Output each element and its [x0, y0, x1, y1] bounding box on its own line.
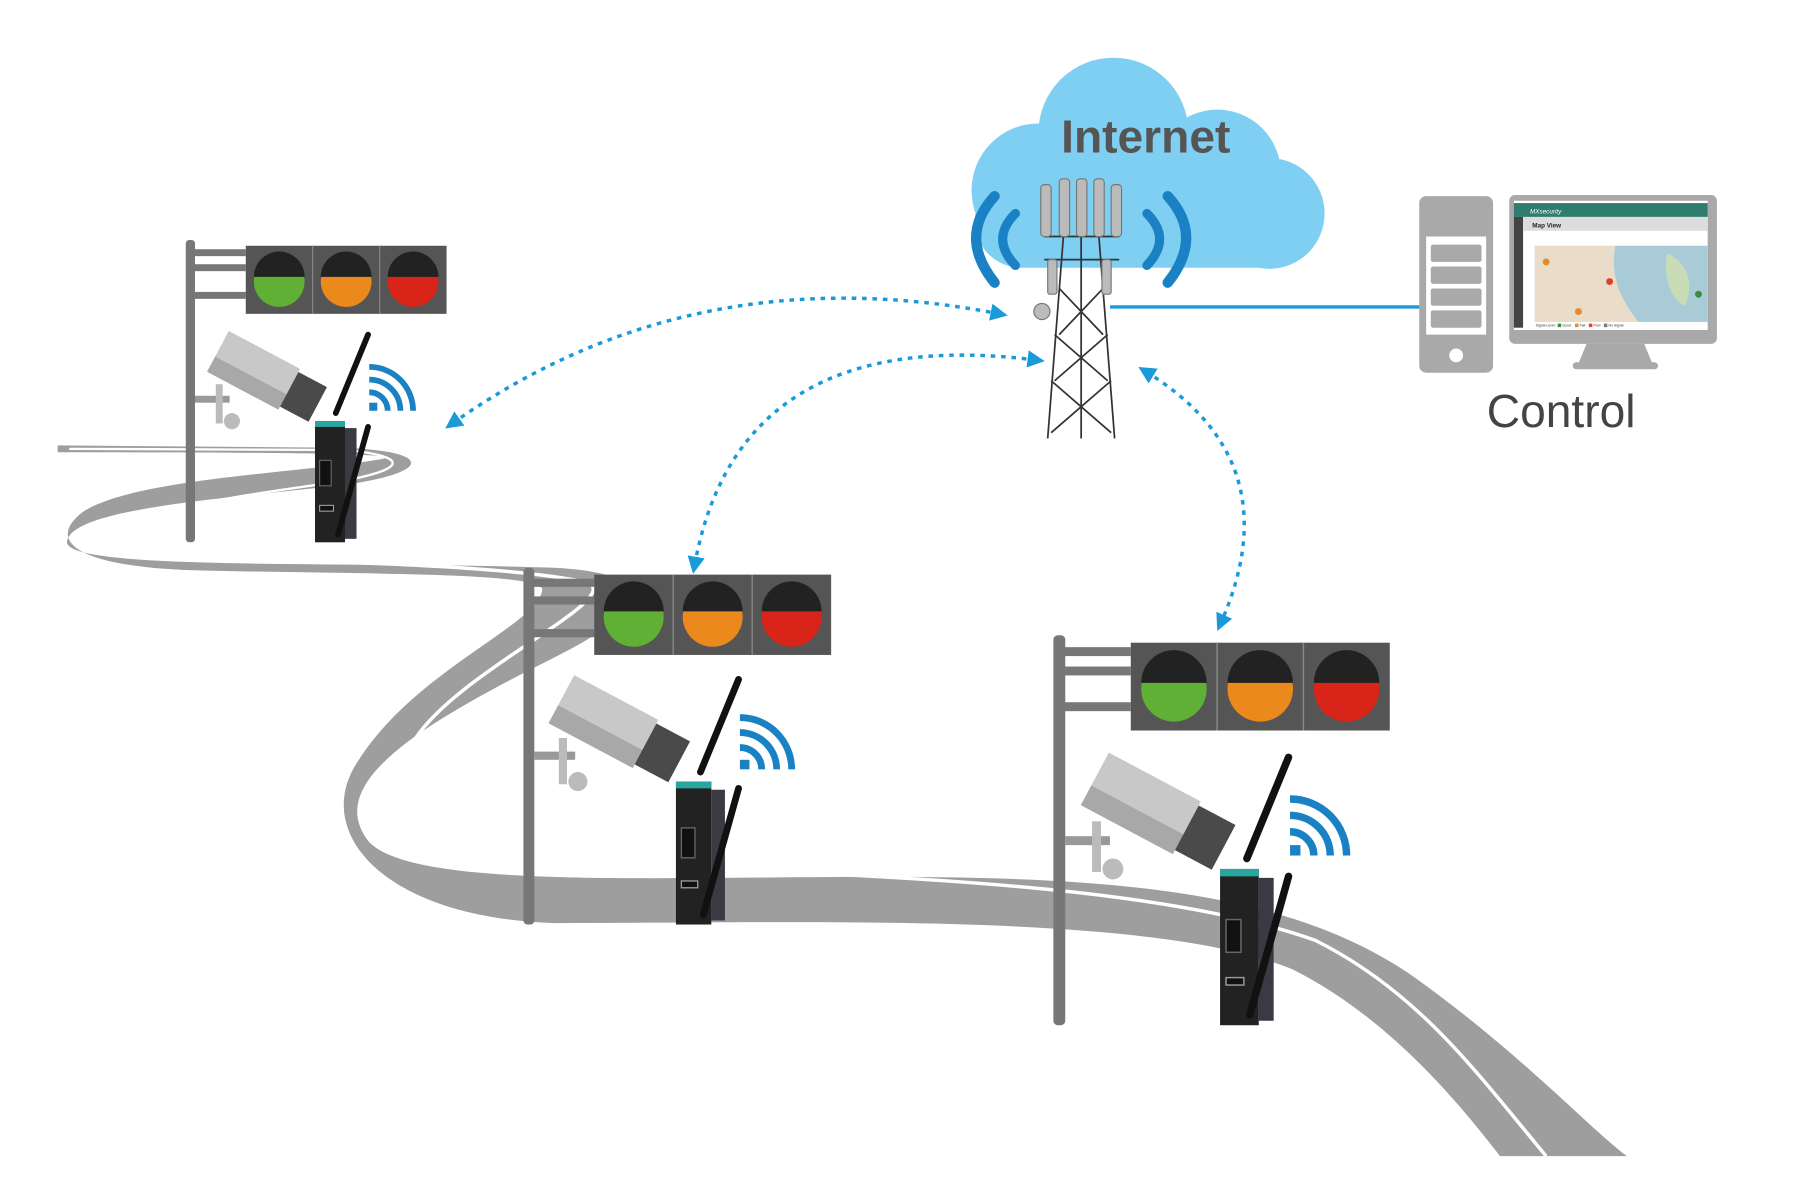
- intersection-2: [523, 567, 832, 925]
- legend-title: Signal Level:: [1536, 324, 1556, 328]
- security-camera-icon: [534, 675, 691, 792]
- intersection-3: [1053, 635, 1390, 1026]
- internet-cloud: Internet: [971, 57, 1325, 269]
- app-sidebar: [1513, 216, 1524, 328]
- road: [57, 445, 1627, 1158]
- wifi-signal-icon: [1289, 795, 1351, 856]
- legend-no-signal: No Signal: [1608, 324, 1623, 328]
- intersection-1: [185, 240, 447, 543]
- link-intersection-1: [445, 296, 1008, 429]
- app-title: MXsecurity: [1530, 208, 1562, 215]
- wireless-links: [445, 296, 1246, 631]
- signal-legend: Signal Level: Good Fair Poor No Signal: [1536, 324, 1624, 328]
- legend-fair: Fair: [1580, 324, 1587, 328]
- internet-label: Internet: [1061, 110, 1230, 162]
- security-camera-icon: [195, 330, 327, 430]
- cellular-router: [315, 331, 371, 543]
- traffic-light: [1130, 642, 1390, 731]
- page-title: Map View: [1532, 222, 1561, 229]
- wifi-signal-icon: [369, 364, 416, 411]
- traffic-light-pole: [523, 567, 595, 925]
- control-station: MXsecurity Map View Signal Level: Good F…: [1419, 195, 1717, 437]
- traffic-light: [245, 245, 447, 314]
- cellular-router: [1220, 753, 1293, 1026]
- traffic-light-pole: [1053, 635, 1131, 1026]
- pc-tower-icon: [1419, 196, 1494, 373]
- security-camera-icon: [1065, 752, 1236, 880]
- traffic-light-pole: [185, 240, 246, 543]
- control-label: Control: [1487, 385, 1636, 437]
- map-view: [1534, 245, 1708, 322]
- monitor: MXsecurity Map View Signal Level: Good F…: [1509, 195, 1717, 370]
- intersections: [185, 240, 1390, 1026]
- traffic-light: [594, 574, 832, 655]
- cellular-router: [675, 676, 742, 925]
- link-intersection-3: [1138, 367, 1246, 631]
- wifi-signal-icon: [739, 714, 796, 770]
- cell-tower: [971, 178, 1192, 439]
- legend-good: Good: [1562, 324, 1571, 328]
- legend-poor: Poor: [1593, 324, 1601, 328]
- app-header: [1513, 203, 1708, 217]
- link-intersection-2: [687, 350, 1045, 574]
